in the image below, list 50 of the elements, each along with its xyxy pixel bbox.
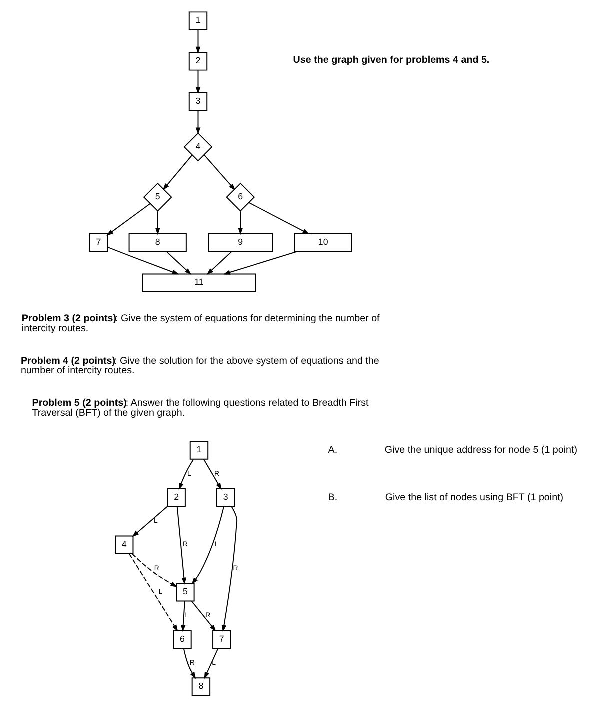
- arrow: [182, 648, 196, 680]
- label: Give the unique address for node 5 (1 point): [384, 444, 578, 456]
- arrow: [132, 506, 168, 538]
- arrow: [221, 506, 238, 632]
- node-box: 4: [114, 536, 134, 554]
- node-diamond: 4: [183, 132, 212, 162]
- label: Problem 5 (2 points): Answer the following questions related to Breadth First Traversal (BFT) of the given graph.: [32, 398, 368, 420]
- node-box: 7: [88, 233, 108, 252]
- arrow: [128, 553, 178, 632]
- arrow: [106, 246, 179, 275]
- arrow: [248, 202, 310, 235]
- node-box: 10: [294, 233, 352, 252]
- node-box: 1: [188, 12, 208, 30]
- arrow: [204, 648, 218, 680]
- arrow: [190, 600, 216, 632]
- node-box: 2: [188, 52, 208, 71]
- arrow: [195, 110, 200, 135]
- node-box: 3: [188, 92, 208, 112]
- node-box: 3: [216, 488, 235, 508]
- label: A.: [328, 444, 338, 456]
- node-box: 9: [208, 233, 273, 252]
- label: Give the list of nodes using BFT (1 point): [384, 492, 564, 504]
- arrow: [222, 251, 298, 275]
- arrow: [106, 204, 150, 236]
- arrow: [238, 211, 243, 236]
- label: Problem 4 (2 points): Give the solution for the above system of equations and the number of intercity routes.: [20, 356, 379, 377]
- arrow: [206, 251, 232, 275]
- arrow: [162, 154, 192, 190]
- arrow: [154, 211, 160, 236]
- node-box: 7: [212, 630, 231, 650]
- arrow: [176, 506, 186, 585]
- node-box: 8: [128, 233, 186, 252]
- node-box: 1: [189, 441, 208, 460]
- label: B.: [328, 492, 338, 504]
- arrow: [178, 459, 194, 490]
- arrow: [166, 251, 192, 275]
- arrow: [180, 600, 186, 632]
- node-box: 6: [172, 630, 192, 650]
- node-box: 5: [176, 583, 194, 602]
- arrow: [204, 154, 236, 191]
- arrow: [191, 506, 224, 585]
- arrow: [195, 30, 200, 54]
- arrow: [195, 70, 200, 94]
- node-box: 11: [142, 274, 256, 292]
- node-box: 8: [191, 678, 210, 696]
- arrow: [202, 458, 222, 490]
- label: Problem 3 (2 points): Give the system of equations for determining the number of intercity routes.: [21, 313, 380, 334]
- label: Use the graph given for problems 4 and 5.: [292, 54, 490, 66]
- arrow: [131, 554, 178, 588]
- node-box: 2: [166, 488, 186, 508]
